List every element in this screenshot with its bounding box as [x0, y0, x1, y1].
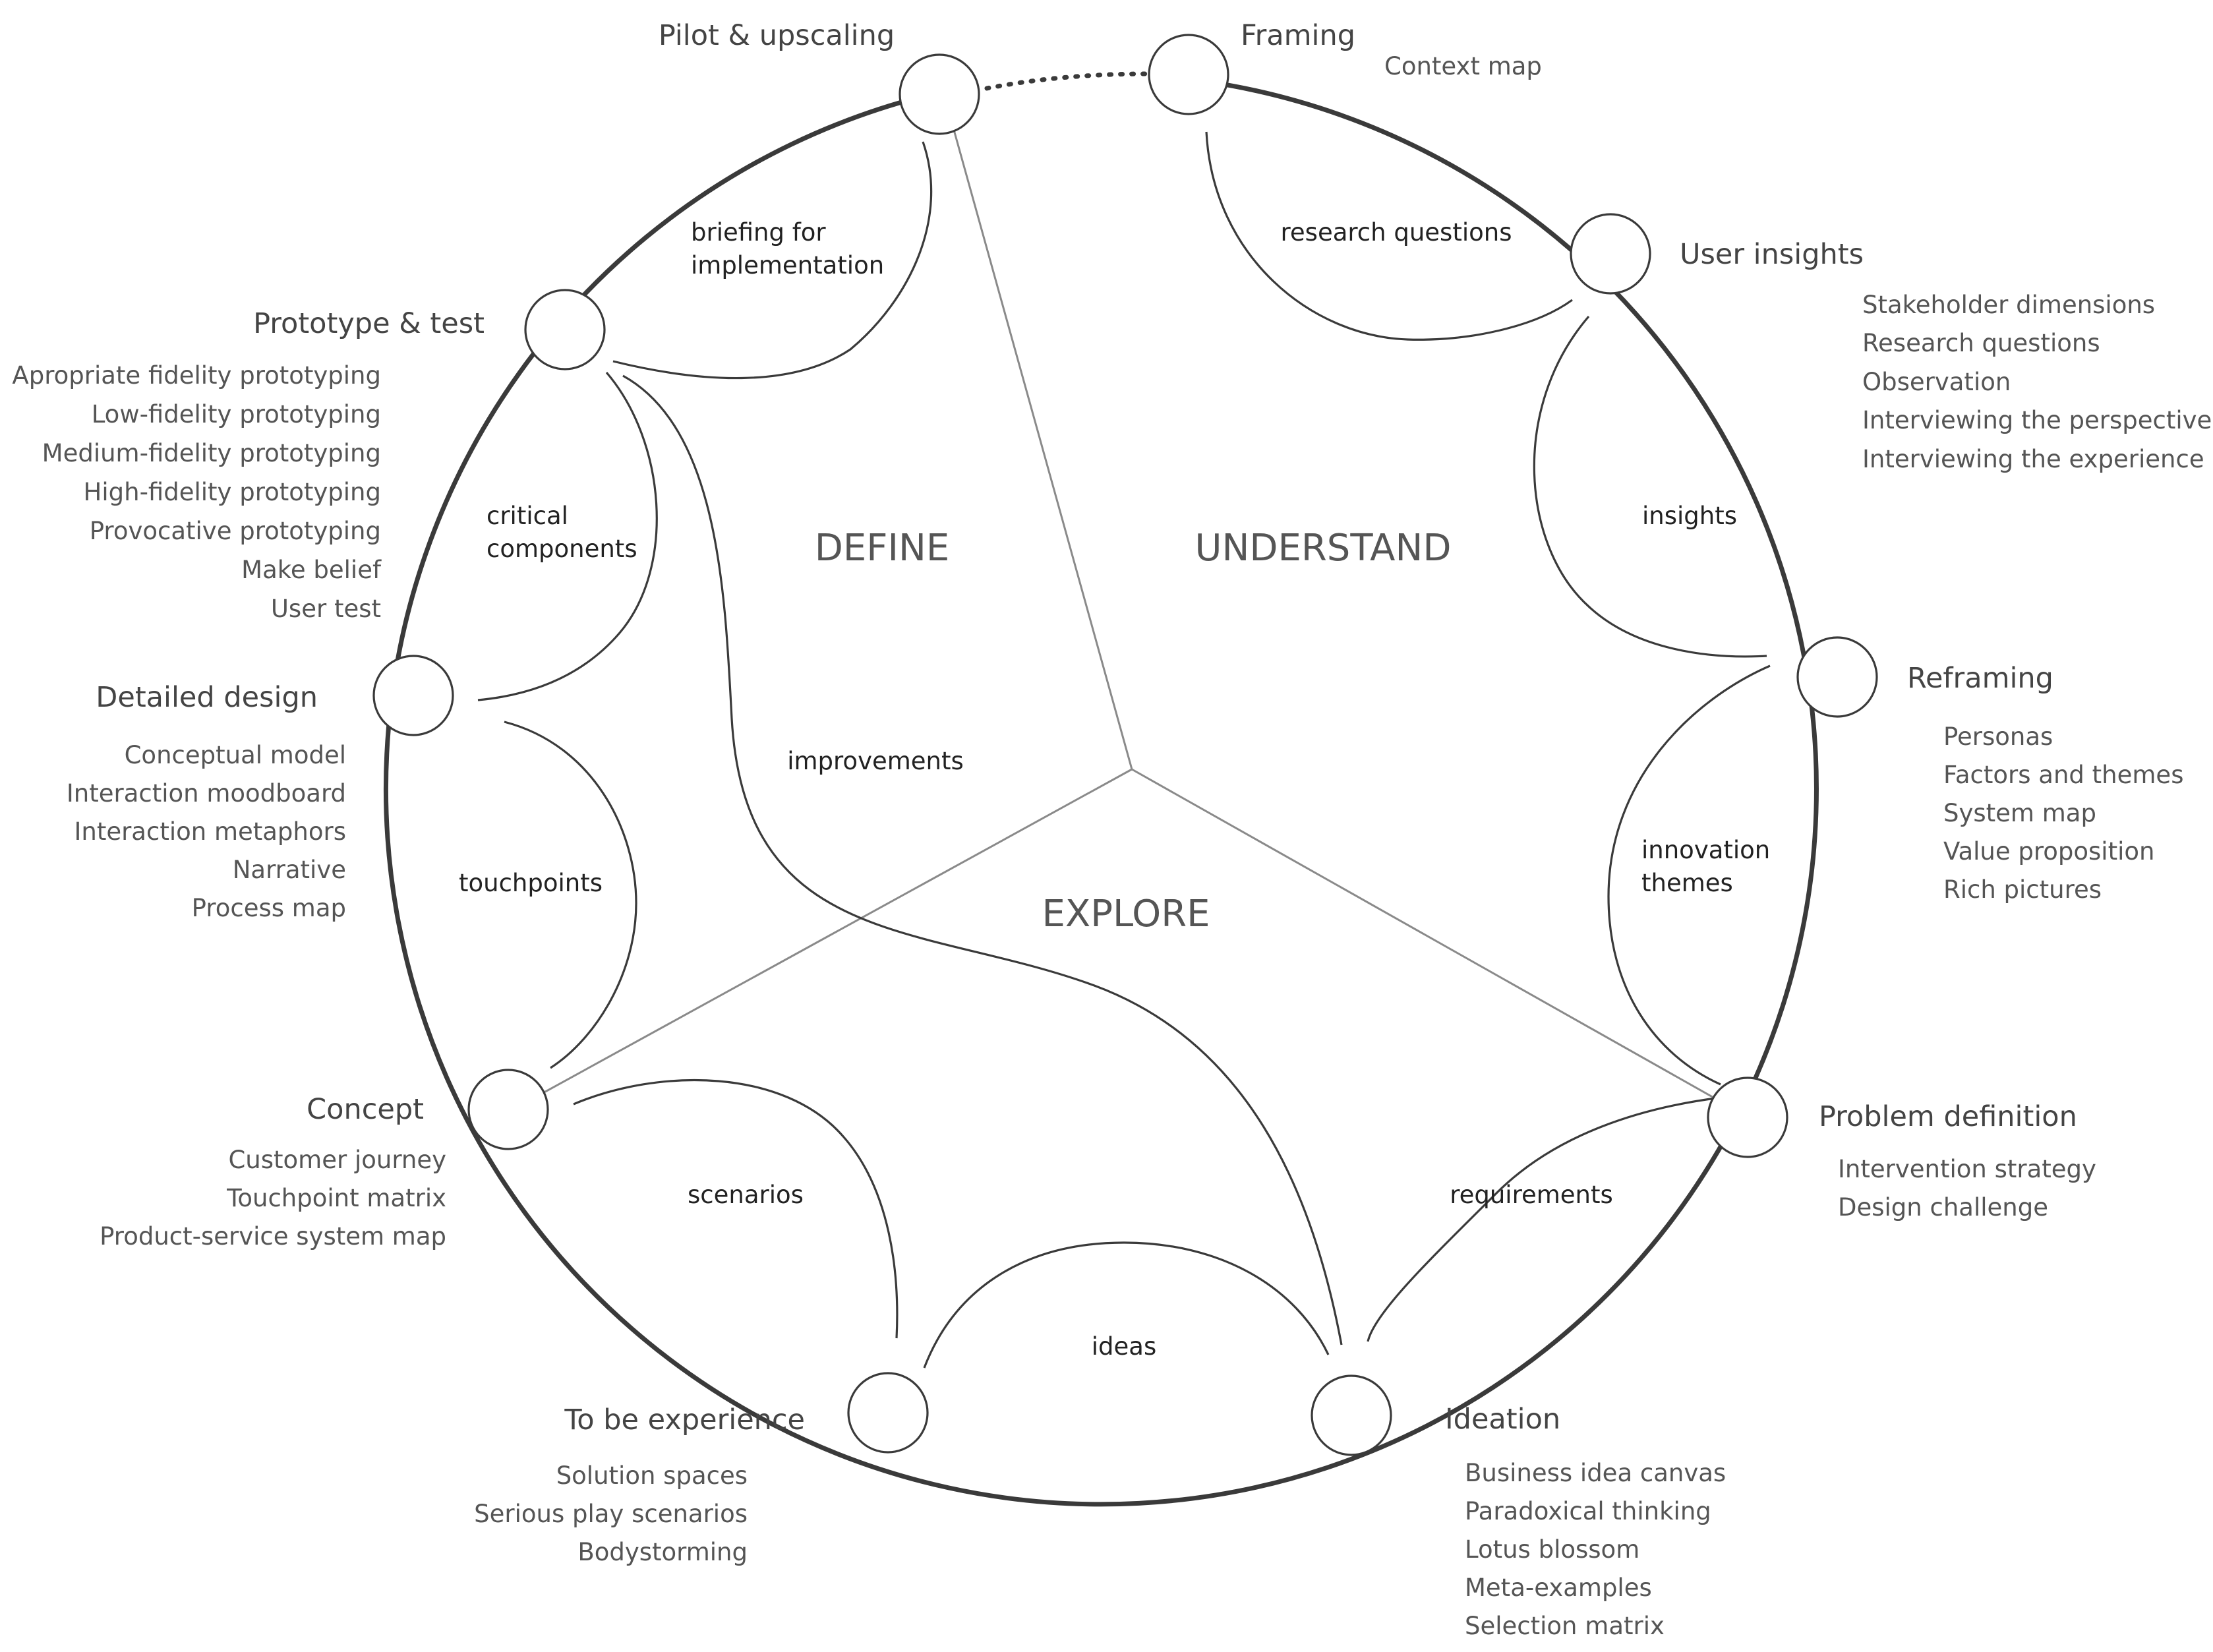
process-ring	[383, 76, 1819, 1507]
method-item: Provocative prototyping	[90, 517, 381, 545]
arc-label-briefing-1: briefing for	[691, 218, 826, 247]
arc-label-touchpoints: touchpoints	[459, 869, 603, 897]
methods-framing: Context map	[1384, 52, 1542, 80]
arc-label-ideas: ideas	[1092, 1332, 1156, 1361]
arc-label-scenarios: scenarios	[688, 1181, 804, 1209]
method-item: Narrative	[233, 856, 346, 884]
method-item: Personas	[1943, 723, 2053, 751]
node-user-insights[interactable]	[1570, 213, 1651, 295]
stage-title-prototype-test: Prototype & test	[253, 307, 485, 340]
arc-requirements	[1367, 1096, 1721, 1342]
method-item: Bodystorming	[577, 1538, 748, 1566]
method-item: Interaction metaphors	[74, 817, 346, 846]
stage-title-pilot-upscaling: Pilot & upscaling	[659, 19, 895, 52]
phase-explore: EXPLORE	[1042, 893, 1210, 935]
method-item: Medium-fidelity prototyping	[42, 439, 381, 467]
stage-title-problem-definition: Problem definition	[1819, 1100, 2077, 1133]
arc-ideas	[923, 1241, 1330, 1369]
method-item: Touchpoint matrix	[226, 1184, 446, 1212]
methods-reframing: Personas Factors and themes System map V…	[1943, 723, 2183, 904]
stage-title-framing: Framing	[1241, 19, 1355, 52]
phase-define: DEFINE	[815, 527, 950, 570]
node-problem-definition[interactable]	[1707, 1077, 1788, 1158]
method-item: Interaction moodboard	[67, 779, 346, 808]
method-item: Serious play scenarios	[474, 1500, 748, 1528]
arc-label-critical-components-1: critical	[487, 502, 568, 530]
methods-concept: Customer journey Touchpoint matrix Produ…	[100, 1146, 446, 1251]
method-item: Research questions	[1862, 329, 2100, 357]
node-framing[interactable]	[1148, 34, 1229, 115]
node-concept[interactable]	[467, 1069, 549, 1150]
arc-insights	[1533, 315, 1767, 658]
arc-label-improvements: improvements	[787, 747, 964, 775]
arc-label-innovation-themes-2: themes	[1641, 869, 1733, 897]
method-item: Value proposition	[1943, 837, 2154, 866]
methods-user-insights: Stakeholder dimensions Research question…	[1862, 291, 2212, 473]
node-to-be-experience[interactable]	[847, 1372, 929, 1454]
method-item: Business idea canvas	[1465, 1459, 1726, 1487]
method-item: System map	[1943, 799, 2096, 827]
methods-detailed-design: Conceptual model Interaction moodboard I…	[67, 741, 346, 922]
method-item: Design challenge	[1838, 1193, 2048, 1222]
methods-prototype-test: Apropriate fidelity prototyping Low-fide…	[12, 361, 382, 623]
node-ideation[interactable]	[1311, 1374, 1392, 1456]
arc-improvements	[622, 374, 1343, 1345]
arc-label-innovation-themes-1: innovation	[1641, 836, 1770, 864]
method-item: Solution spaces	[556, 1461, 748, 1490]
methods-ideation: Business idea canvas Paradoxical thinkin…	[1465, 1459, 1726, 1640]
stage-title-concept: Concept	[307, 1093, 424, 1126]
method-item: Paradoxical thinking	[1465, 1497, 1711, 1525]
method-item: Factors and themes	[1943, 761, 2183, 789]
stage-title-ideation: Ideation	[1445, 1403, 1560, 1436]
method-item: High-fidelity prototyping	[84, 478, 381, 506]
method-item: Observation	[1862, 368, 2011, 396]
method-item: Meta-examples	[1465, 1574, 1652, 1602]
node-detailed-design[interactable]	[372, 655, 454, 736]
arc-innovation-themes	[1607, 664, 1771, 1086]
phase-understand: UNDERSTAND	[1195, 527, 1451, 570]
spoke-to-problem-definition	[1131, 768, 1717, 1100]
methods-to-be-experience: Solution spaces Serious play scenarios B…	[474, 1461, 748, 1566]
arc-label-insights: insights	[1642, 502, 1737, 530]
arc-briefing	[612, 141, 933, 380]
method-item: Selection matrix	[1465, 1612, 1665, 1640]
stage-title-detailed-design: Detailed design	[96, 681, 318, 714]
method-item: Lotus blossom	[1465, 1535, 1639, 1564]
method-item: User test	[271, 595, 381, 623]
method-item: Interviewing the perspective	[1862, 406, 2212, 434]
method-item: Intervention strategy	[1838, 1155, 2096, 1183]
method-item: Apropriate fidelity prototyping	[12, 361, 381, 390]
method-item: Interviewing the experience	[1862, 445, 2204, 473]
arc-label-requirements: requirements	[1450, 1181, 1613, 1209]
process-ring-dotted-gap	[984, 71, 1152, 91]
method-item: Make belief	[241, 556, 382, 584]
node-reframing[interactable]	[1796, 636, 1878, 718]
arc-scenarios	[573, 1078, 899, 1339]
stage-title-user-insights: User insights	[1680, 238, 1864, 271]
node-pilot-upscaling[interactable]	[899, 53, 980, 135]
arc-touchpoints	[504, 721, 637, 1069]
arc-label-briefing-2: implementation	[691, 251, 884, 280]
arc-label-critical-components-2: components	[487, 535, 637, 563]
node-prototype-test[interactable]	[524, 289, 606, 370]
stage-title-reframing: Reframing	[1907, 662, 2053, 695]
spoke-to-pilot	[951, 125, 1133, 770]
spoke-to-concept	[540, 768, 1133, 1096]
method-item: Customer journey	[228, 1146, 446, 1174]
method-item: Low-fidelity prototyping	[92, 400, 381, 428]
method-item: Stakeholder dimensions	[1862, 291, 2155, 319]
arc-label-research-questions: research questions	[1281, 218, 1512, 247]
stage-title-to-be-experience: To be experience	[564, 1403, 805, 1436]
method-item: Rich pictures	[1943, 875, 2102, 904]
method-item: Context map	[1384, 52, 1542, 80]
arc-research-questions	[1205, 131, 1573, 341]
arc-critical-components	[477, 371, 658, 701]
methods-problem-definition: Intervention strategy Design challenge	[1838, 1155, 2096, 1222]
method-item: Conceptual model	[125, 741, 346, 769]
method-item: Product-service system map	[100, 1222, 446, 1251]
method-item: Process map	[192, 894, 346, 922]
